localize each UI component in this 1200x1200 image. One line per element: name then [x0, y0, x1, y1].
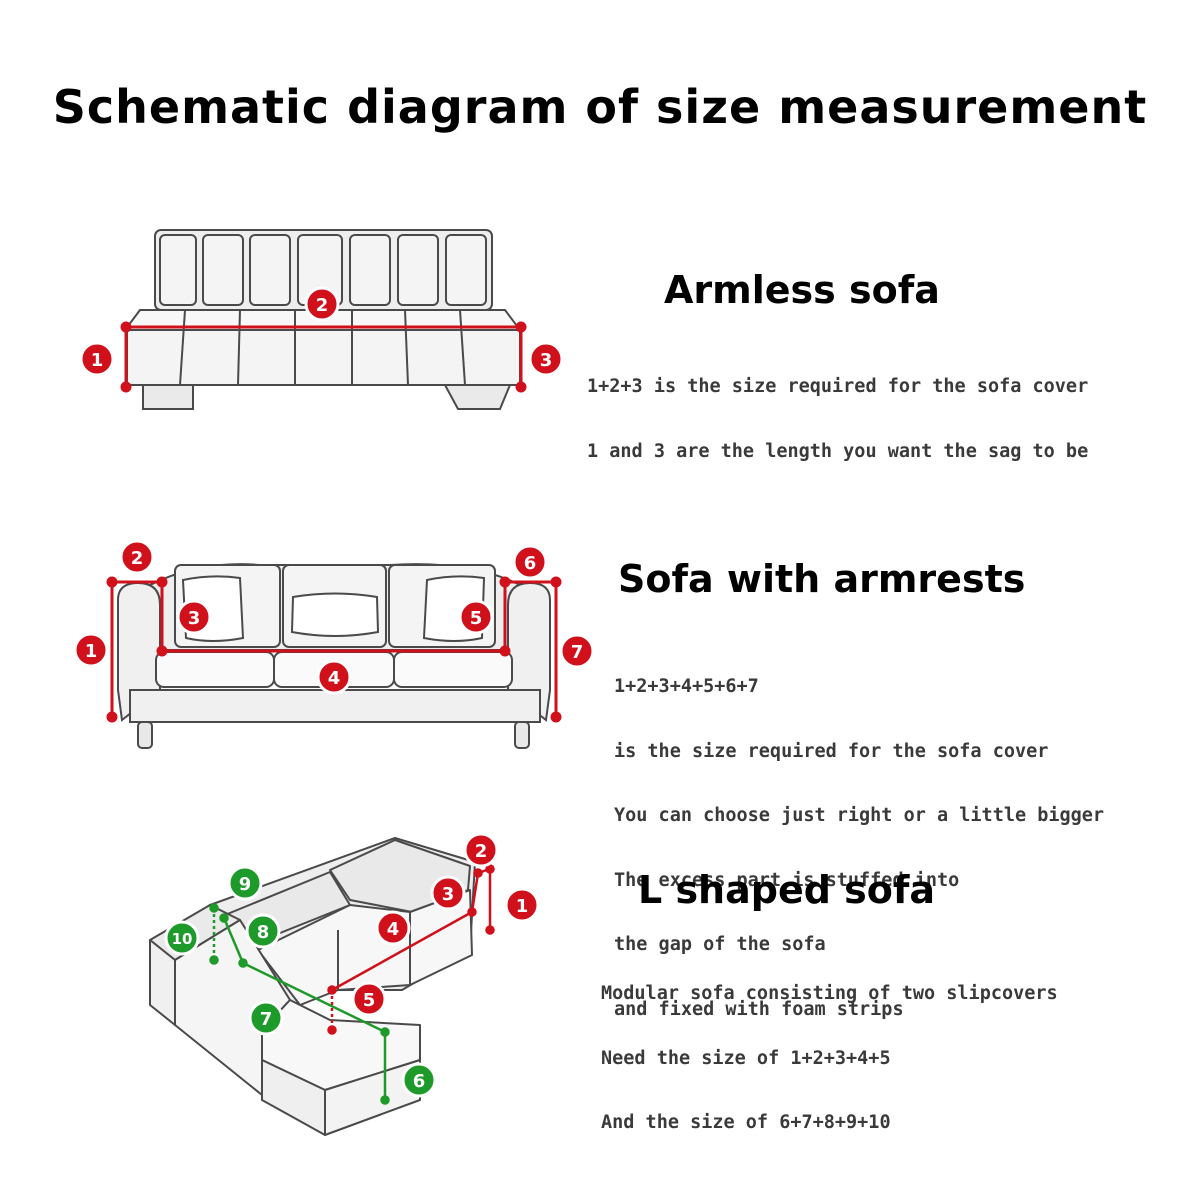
l-sofa-badge-8: 8 [247, 915, 279, 947]
armless-sofa-heading: Armless sofa [664, 268, 940, 312]
l-sofa-badge-3: 3 [432, 877, 464, 909]
armrest-sofa-heading: Sofa with armrests [618, 557, 1025, 601]
l-sofa-badge-1: 1 [506, 889, 538, 921]
armrest-badge-6: 6 [514, 546, 546, 578]
svg-text:7: 7 [260, 1009, 273, 1030]
l-sofa-desc-line-3: And the size of 6+7+8+9+10 [601, 1112, 1058, 1134]
svg-text:2: 2 [316, 295, 329, 316]
armrest-badge-1: 1 [75, 634, 107, 666]
svg-text:3: 3 [188, 608, 201, 629]
armrest-desc-line-3: You can choose just right or a little bi… [614, 805, 1104, 827]
l-sofa-desc-line-1: Modular sofa consisting of two slipcover… [601, 983, 1058, 1005]
armrest-sofa-illustration [118, 564, 550, 748]
svg-text:4: 4 [387, 919, 400, 940]
l-sofa-badge-7: 7 [250, 1002, 282, 1034]
armrest-desc-line-1: 1+2+3+4+5+6+7 [614, 676, 1104, 698]
armrest-badge-4: 4 [318, 661, 350, 693]
armless-badge-1: 1 [81, 343, 113, 375]
l-sofa-badge-4: 4 [377, 912, 409, 944]
armrest-desc-line-2: is the size required for the sofa cover [614, 741, 1104, 763]
armrest-badge-5: 5 [460, 601, 492, 633]
svg-text:1: 1 [85, 641, 98, 662]
svg-text:5: 5 [470, 608, 483, 629]
armless-desc-line-1: 1+2+3 is the size required for the sofa … [587, 376, 1088, 398]
armrest-badge-2: 2 [121, 541, 153, 573]
svg-text:3: 3 [540, 350, 553, 371]
armrest-badge-3: 3 [178, 601, 210, 633]
svg-text:4: 4 [328, 668, 341, 689]
svg-text:1: 1 [516, 896, 529, 917]
svg-text:10: 10 [172, 930, 193, 948]
svg-text:6: 6 [413, 1071, 426, 1092]
l-sofa-badge-10: 10 [166, 922, 198, 954]
armless-badge-3: 3 [530, 343, 562, 375]
l-sofa-desc-line-2: Need the size of 1+2+3+4+5 [601, 1048, 1058, 1070]
svg-text:2: 2 [475, 841, 488, 862]
armless-sofa-description: 1+2+3 is the size required for the sofa … [587, 333, 1088, 484]
svg-text:9: 9 [239, 874, 252, 895]
svg-text:7: 7 [571, 642, 584, 663]
svg-text:3: 3 [442, 884, 455, 905]
armless-badge-2: 2 [306, 288, 338, 320]
svg-text:5: 5 [363, 990, 376, 1011]
l-sofa-badge-5: 5 [353, 983, 385, 1015]
l-sofa-description: Modular sofa consisting of two slipcover… [601, 940, 1058, 1155]
svg-text:2: 2 [131, 548, 144, 569]
svg-text:1: 1 [91, 350, 104, 371]
svg-text:6: 6 [524, 553, 537, 574]
armless-desc-line-2: 1 and 3 are the length you want the sag … [587, 441, 1088, 463]
armrest-badge-7: 7 [561, 635, 593, 667]
l-sofa-heading: L shaped sofa [638, 868, 935, 912]
l-sofa-badge-2: 2 [465, 834, 497, 866]
svg-text:8: 8 [257, 922, 270, 943]
l-sofa-badge-6: 6 [403, 1064, 435, 1096]
l-sofa-badge-9: 9 [229, 867, 261, 899]
